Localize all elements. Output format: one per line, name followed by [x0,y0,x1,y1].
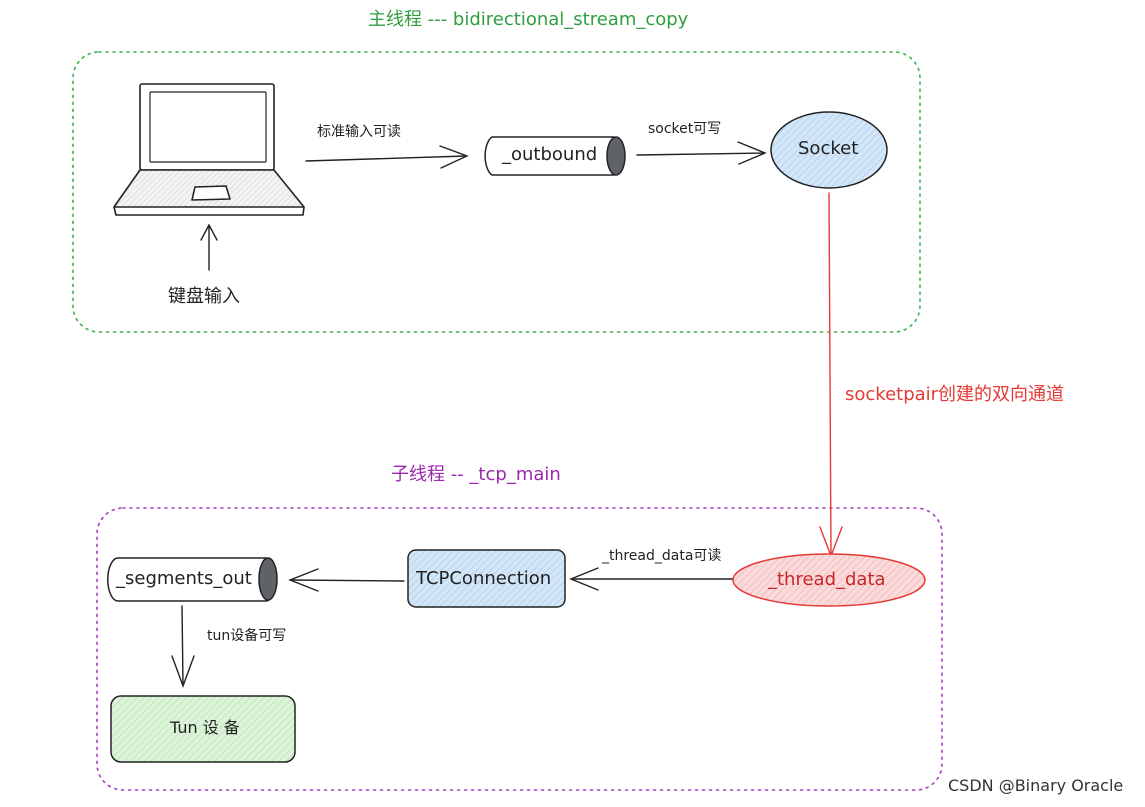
socket-label: Socket [798,138,859,159]
socketpair-arrow [819,192,843,558]
tun-device-node [110,695,296,763]
thread-data-node [732,553,926,607]
sub-thread-title: 子线程 -- _tcp_main [391,464,561,485]
keyboard-arrow [200,223,218,271]
keyboard-input-label: 键盘输入 [168,286,240,307]
main-thread-title: 主线程 --- bidirectional_stream_copy [368,9,689,30]
main-thread-group [72,51,921,333]
tun-device-label: Tun 设 备 [170,718,240,737]
thread-data-readable-label: _thread_data可读 [602,548,722,564]
outbound-label: _outbound [502,144,598,165]
thread-data-label: _thread_data [768,569,886,590]
stdin-arrow [305,145,469,169]
laptop-icon [113,83,305,216]
tcp-connection-label: TCPConnection [416,568,552,589]
segments-out-label: _segments_out [116,568,252,589]
segments-out-buffer [107,557,278,602]
tun-write-arrow [171,605,195,689]
sub-thread-group [96,507,943,791]
stdin-readable-label: 标准输入可读 [317,124,401,140]
segments-arrow [288,568,405,592]
thread-data-read-arrow [569,567,733,591]
socket-write-arrow [636,141,767,165]
socketpair-label: socketpair创建的双向通道 [845,384,1065,405]
watermark: CSDN @Binary Oracle [948,776,1124,795]
tun-writable-label: tun设备可写 [207,628,287,644]
tcp-connection-node [407,549,566,608]
outbound-buffer [484,136,626,176]
socket-writable-label: socket可写 [648,121,722,137]
socket-node [770,111,888,189]
